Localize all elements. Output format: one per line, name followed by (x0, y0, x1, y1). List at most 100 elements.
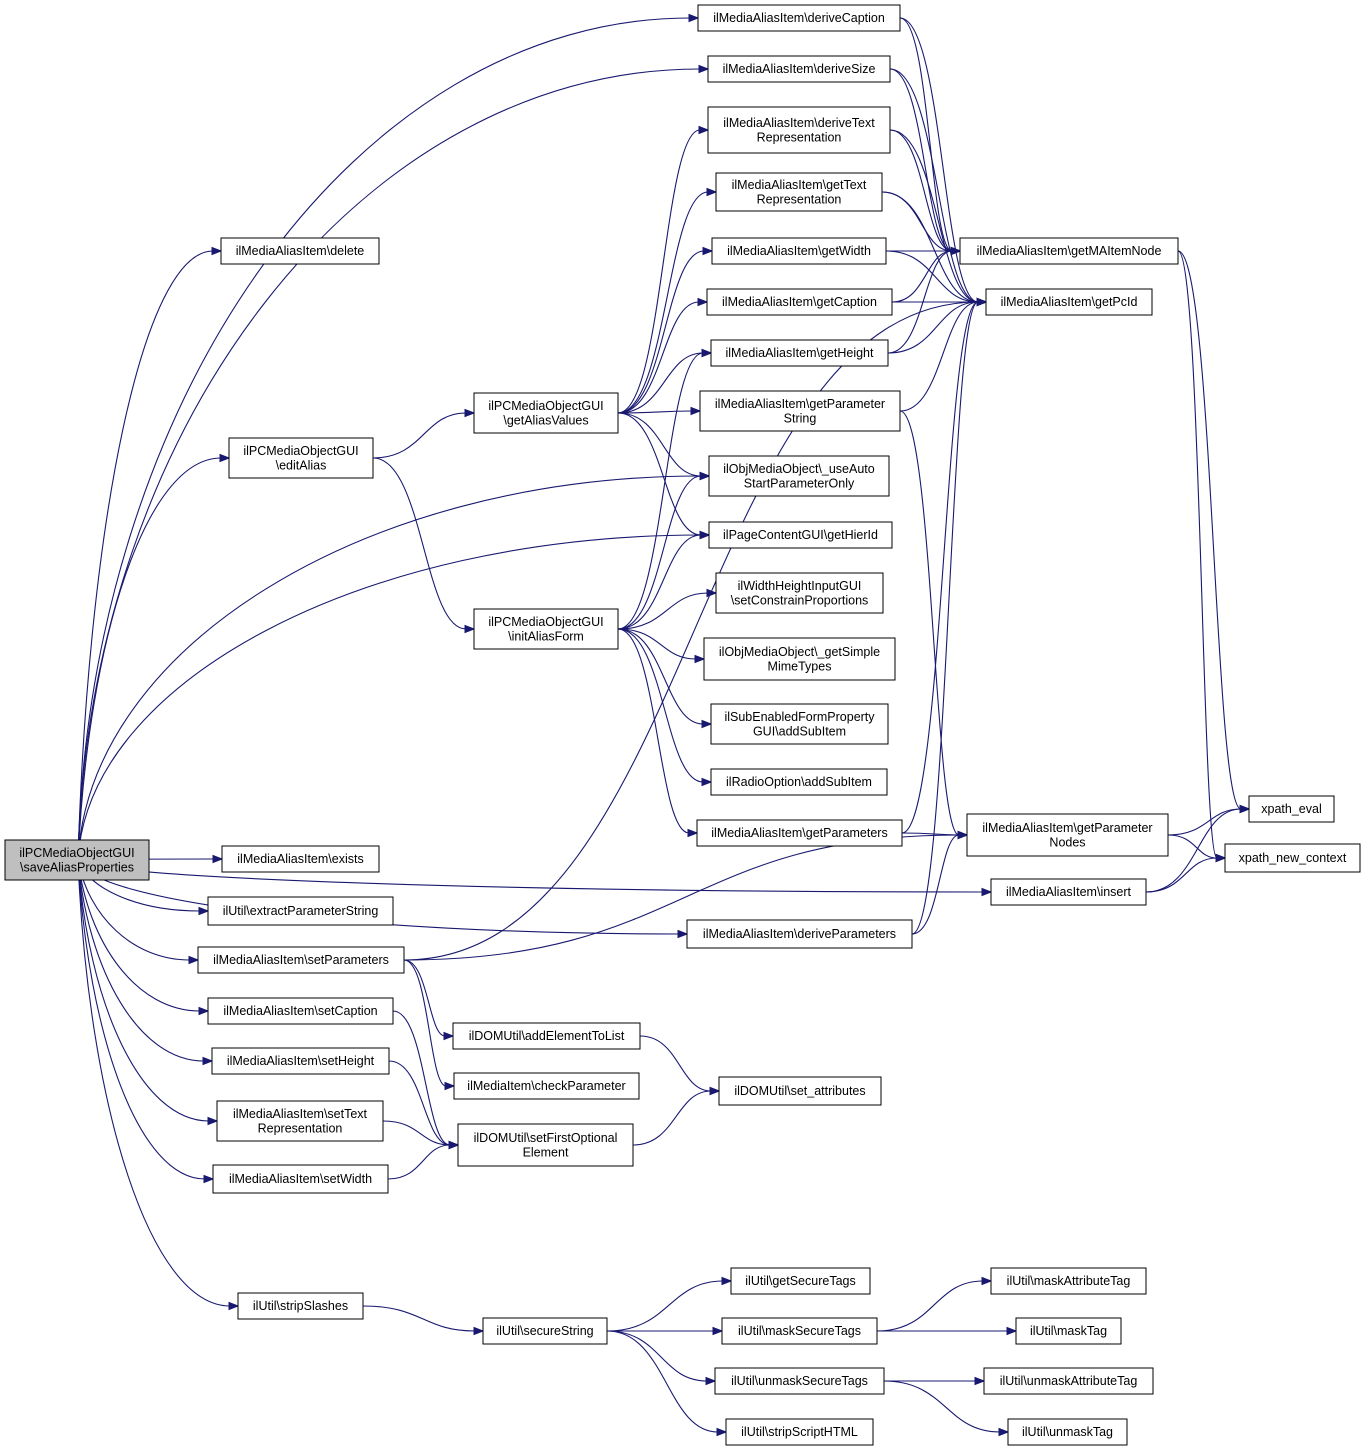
node-editAlias[interactable]: ilPCMediaObjectGUI\editAlias (228, 437, 374, 479)
node-maskAttributeTag[interactable]: ilUtil\maskAttributeTag (990, 1267, 1147, 1295)
node-insert[interactable]: ilMediaAliasItem\insert (990, 878, 1147, 906)
node-getHeight[interactable]: ilMediaAliasItem\getHeight (710, 339, 889, 367)
node-xpathEval[interactable]: xpath_eval (1248, 795, 1335, 823)
node-root[interactable]: ilPCMediaObjectGUI\saveAliasProperties (4, 839, 150, 881)
node-label: ilMediaAliasItem\deriveText (723, 116, 875, 130)
node-maskTag[interactable]: ilUtil\maskTag (1015, 1317, 1122, 1345)
node-getAliasValues[interactable]: ilPCMediaObjectGUI\getAliasValues (473, 392, 619, 434)
node-label: ilMediaAliasItem\deriveSize (723, 62, 876, 76)
node-box (686, 919, 913, 949)
node-box (237, 1292, 364, 1320)
node-label: ilMediaAliasItem\deriveCaption (713, 11, 885, 25)
node-box (983, 1367, 1154, 1395)
edge-root-to-editAlias (77, 457, 222, 861)
node-stripScriptHTML[interactable]: ilUtil\stripScriptHTML (725, 1418, 874, 1446)
node-deriveCaption[interactable]: ilMediaAliasItem\deriveCaption (697, 4, 901, 32)
node-box (718, 1076, 882, 1106)
node-getHierId[interactable]: ilPageContentGUI\getHierId (708, 521, 893, 549)
edge-getTextRep-to-getMAItemNode (881, 191, 953, 252)
node-getWidth[interactable]: ilMediaAliasItem\getWidth (711, 237, 887, 265)
node-extractParam[interactable]: ilUtil\extractParameterString (207, 896, 394, 926)
node-getMAItemNode[interactable]: ilMediaAliasItem\getMAItemNode (959, 237, 1179, 265)
arrowhead (188, 955, 200, 965)
node-label: ilObjMediaObject\_getSimple (719, 645, 880, 659)
edge-deriveCaption-to-getPcId (899, 17, 979, 303)
node-box (715, 172, 883, 212)
edge-getCaption-to-getMAItemNode (891, 250, 953, 303)
arrowhead (701, 777, 713, 787)
node-label: ilMediaItem\checkParameter (467, 1079, 625, 1093)
node-deriveTextRep[interactable]: ilMediaAliasItem\deriveTextRepresentatio… (707, 106, 891, 154)
node-checkParameter[interactable]: ilMediaItem\checkParameter (453, 1072, 640, 1100)
node-label: ilMediaAliasItem\getPcId (1001, 295, 1138, 309)
node-setHeight[interactable]: ilMediaAliasItem\setHeight (211, 1047, 390, 1075)
arrowhead (464, 624, 476, 634)
edge-getAliasValues-to-getCaption (617, 301, 700, 414)
node-label: ilPCMediaObjectGUI (19, 846, 134, 860)
node-radioAdd[interactable]: ilRadioOption\addSubItem (710, 768, 888, 796)
arrowhead (721, 1276, 733, 1286)
node-setCaption[interactable]: ilMediaAliasItem\setCaption (207, 997, 394, 1025)
node-unmaskSecureTags[interactable]: ilUtil\unmaskSecureTags (714, 1367, 885, 1395)
node-unmaskTag[interactable]: ilUtil\unmaskTag (1007, 1418, 1128, 1446)
node-label: GUI\addSubItem (753, 724, 846, 738)
edge-insert-to-xpathNewContext (1145, 857, 1218, 893)
edge-editAlias-to-initAliasForm (372, 457, 467, 630)
arrowhead (712, 1326, 724, 1336)
edge-getParamNodes-to-xpathNewContext (1167, 834, 1218, 859)
edge-getParameters-to-getPcId (901, 301, 979, 834)
node-deriveParams[interactable]: ilMediaAliasItem\deriveParameters (686, 919, 913, 949)
node-setAttributes[interactable]: ilDOMUtil\set_attributes (718, 1076, 882, 1106)
edge-initAliasForm-to-getHeight (617, 352, 704, 630)
node-addElementToList[interactable]: ilDOMUtil\addElementToList (452, 1022, 641, 1050)
node-unmaskAttributeTag[interactable]: ilUtil\unmaskAttributeTag (983, 1367, 1154, 1395)
node-box (985, 288, 1153, 316)
node-delete[interactable]: ilMediaAliasItem\delete (220, 237, 380, 265)
node-getParameters[interactable]: ilMediaAliasItem\getParameters (696, 819, 903, 847)
node-box (453, 1072, 640, 1100)
edge-initAliasForm-to-getHierId (617, 534, 702, 630)
node-box (1015, 1317, 1122, 1345)
node-setWidth[interactable]: ilMediaAliasItem\setWidth (212, 1164, 389, 1194)
arrowhead (198, 1006, 210, 1016)
node-stripSlashes[interactable]: ilUtil\stripSlashes (237, 1292, 364, 1320)
node-getPcId[interactable]: ilMediaAliasItem\getPcId (985, 288, 1153, 316)
node-box (714, 1367, 885, 1395)
node-maskSecureTags[interactable]: ilUtil\maskSecureTags (721, 1317, 878, 1345)
arrowhead (444, 1081, 456, 1091)
edge-getAliasValues-to-getWidth (617, 250, 705, 414)
edge-setTextRep-to-setFirstOptional (382, 1120, 451, 1146)
arrowhead (698, 64, 710, 74)
node-exists[interactable]: ilMediaAliasItem\exists (221, 845, 380, 873)
node-label: ilRadioOption\addSubItem (726, 775, 872, 789)
arrowhead (198, 906, 210, 916)
node-box (197, 946, 405, 974)
node-initAliasForm[interactable]: ilPCMediaObjectGUI\initAliasForm (473, 608, 619, 650)
node-secureString[interactable]: ilUtil\secureString (482, 1317, 608, 1345)
edge-root-to-setTextRep (77, 859, 210, 1122)
node-useAuto[interactable]: ilObjMediaObject\_useAutoStartParameterO… (708, 455, 890, 497)
node-getSecureTags[interactable]: ilUtil\getSecureTags (730, 1267, 871, 1295)
node-label: \saveAliasProperties (20, 860, 134, 874)
arrowhead (464, 408, 476, 418)
edge-root-to-setHeight (77, 859, 205, 1062)
node-deriveSize[interactable]: ilMediaAliasItem\deriveSize (707, 55, 891, 83)
node-xpathNewContext[interactable]: xpath_new_context (1224, 843, 1361, 873)
node-label: ilMediaAliasItem\getParameters (711, 826, 887, 840)
edge-setFirstOptional-to-setAttributes (632, 1090, 712, 1146)
node-setConstrain[interactable]: ilWidthHeightInputGUI\setConstrainPropor… (715, 572, 884, 614)
edge-getAliasValues-to-deriveTextRep (617, 129, 701, 414)
node-label: \editAlias (276, 458, 327, 472)
node-getCaption[interactable]: ilMediaAliasItem\getCaption (706, 288, 893, 316)
node-box (711, 237, 887, 265)
edge-getParamString-to-getParamNodes (899, 410, 960, 836)
node-setParameters[interactable]: ilMediaAliasItem\setParameters (197, 946, 405, 974)
